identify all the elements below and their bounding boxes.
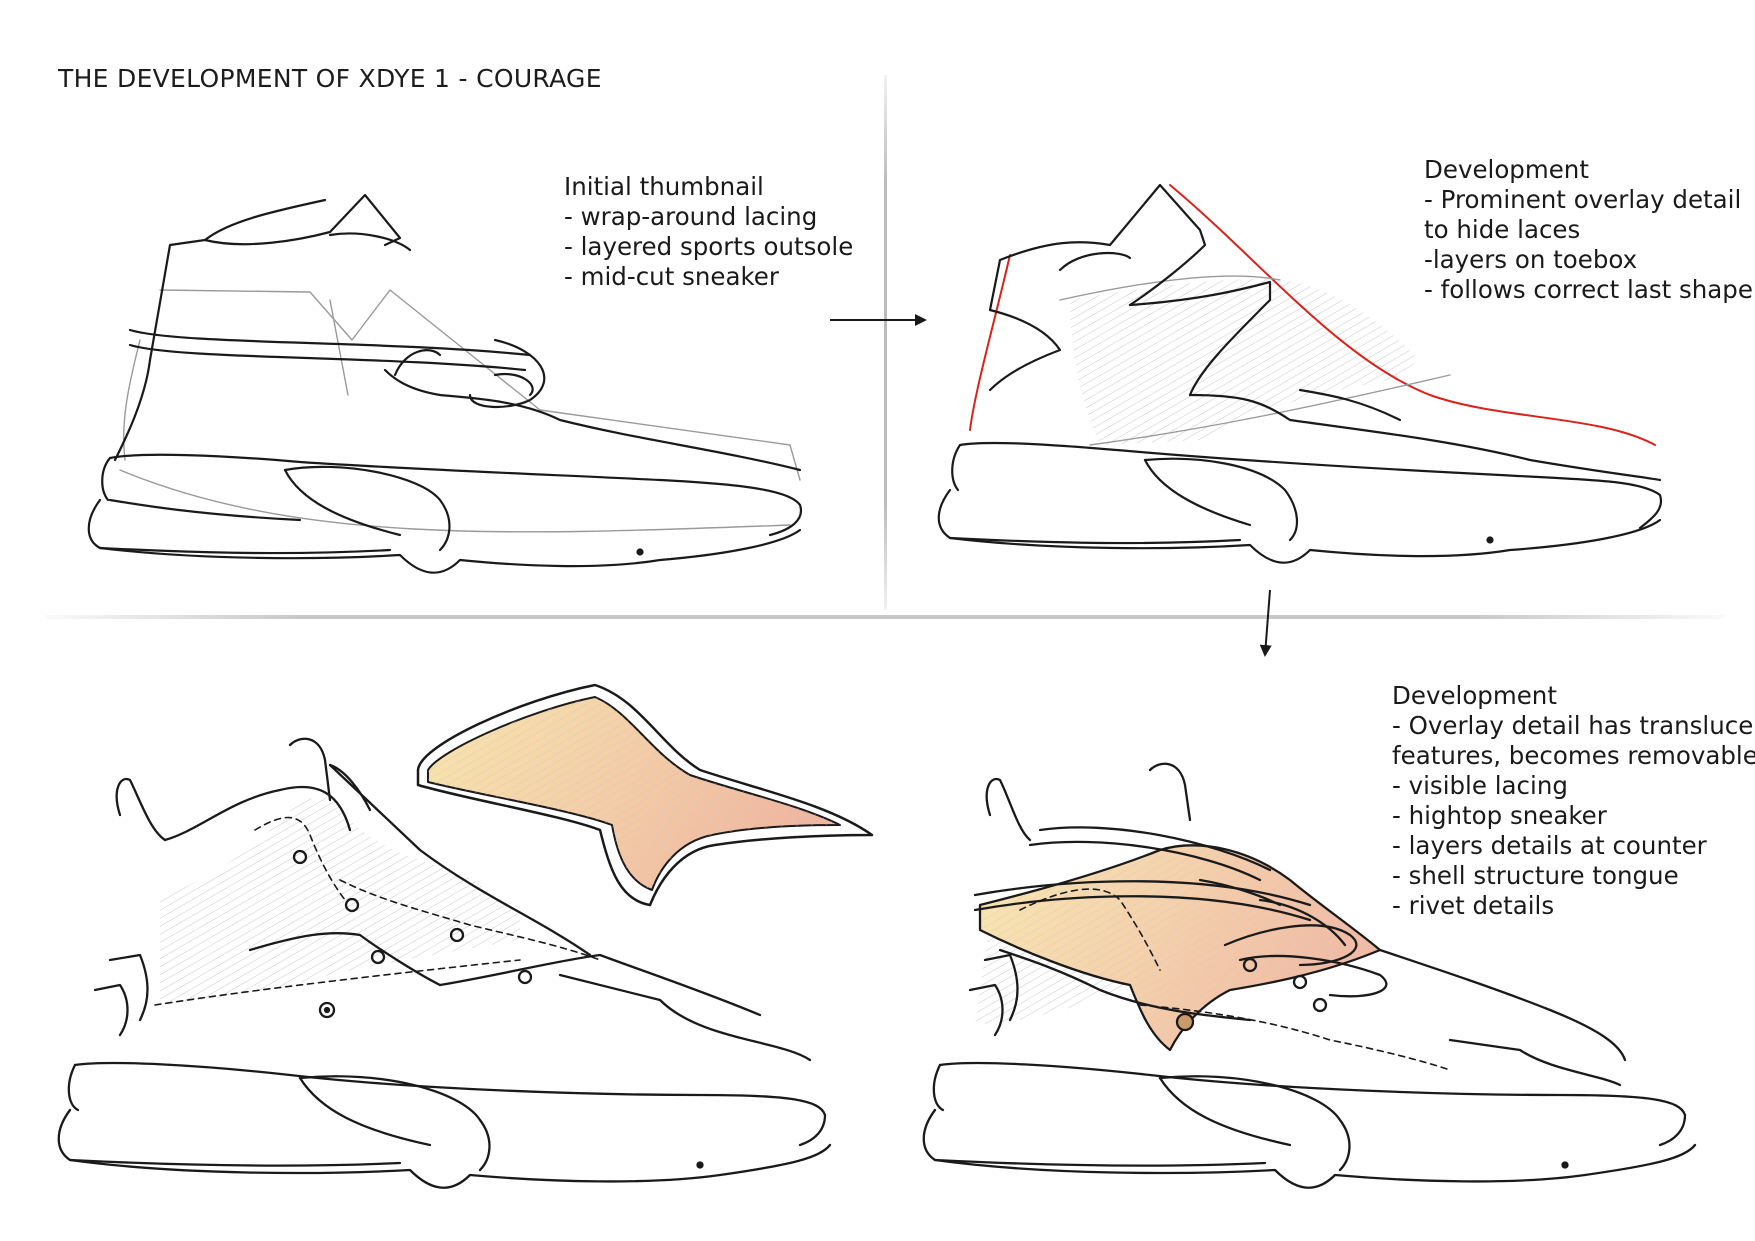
shoe-initial-thumbnail bbox=[87, 193, 803, 574]
note-development-2: Development - Overlay detail has translu… bbox=[1392, 681, 1755, 921]
note-line: - rivet details bbox=[1392, 891, 1555, 920]
note-line: Development bbox=[1392, 681, 1557, 710]
overlay-piece bbox=[416, 683, 874, 907]
note-line: - Prominent overlay detail bbox=[1424, 185, 1742, 214]
arrow-down-icon bbox=[1259, 589, 1272, 657]
page-title: THE DEVELOPMENT OF XDYE 1 - COURAGE bbox=[58, 64, 602, 93]
shoe-development-1 bbox=[937, 183, 1663, 564]
shoe-final-overlay bbox=[922, 762, 1697, 1189]
note-line: - visible lacing bbox=[1392, 771, 1568, 800]
horizontal-divider bbox=[45, 615, 1725, 619]
note-line: - layered sports outsole bbox=[564, 232, 854, 261]
note-line: - shell structure tongue bbox=[1392, 861, 1679, 890]
note-line: features, becomes removable. bbox=[1392, 741, 1755, 770]
note-development-1: Development - Prominent overlay detail t… bbox=[1424, 155, 1753, 305]
note-line: - layers details at counter bbox=[1392, 831, 1707, 860]
note-line: - Overlay detail has translucent bbox=[1392, 711, 1755, 740]
note-line: Initial thumbnail bbox=[564, 172, 764, 201]
note-line: Development bbox=[1424, 155, 1589, 184]
shoe-final-plain bbox=[57, 737, 832, 1189]
note-line: - wrap-around lacing bbox=[564, 202, 818, 231]
note-line: - mid-cut sneaker bbox=[564, 262, 779, 291]
vertical-divider bbox=[884, 75, 887, 610]
note-line: - follows correct last shape bbox=[1424, 275, 1753, 304]
note-line: to hide laces bbox=[1424, 215, 1581, 244]
note-line: -layers on toebox bbox=[1424, 245, 1638, 274]
note-line: - hightop sneaker bbox=[1392, 801, 1607, 830]
note-initial-thumbnail: Initial thumbnail - wrap-around lacing -… bbox=[564, 172, 853, 292]
